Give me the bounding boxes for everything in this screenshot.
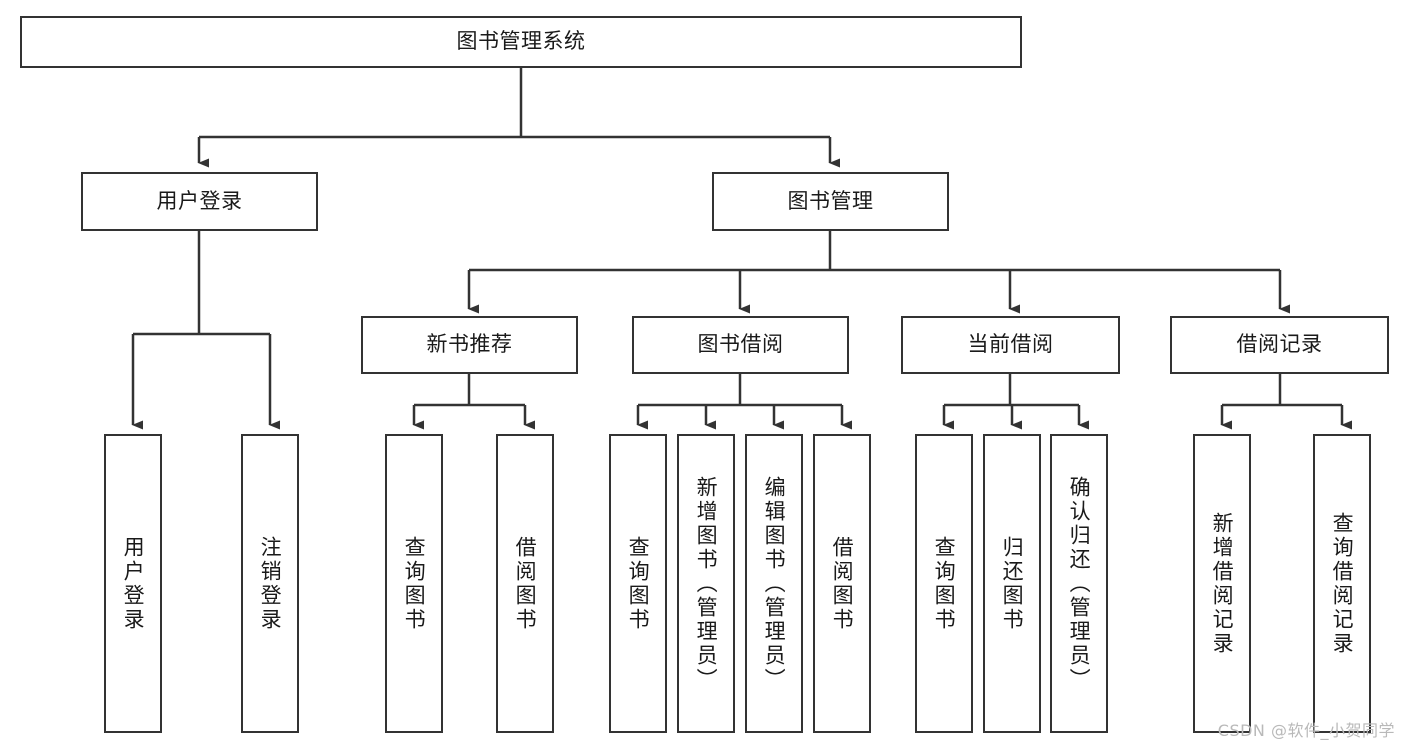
leaf-new-book-borrow[interactable]: 借阅图书 [496,434,554,733]
node-label: 查询图书 [932,535,957,632]
node-root-system[interactable]: 图书管理系统 [20,16,1022,68]
node-new-book-recommend[interactable]: 新书推荐 [361,316,578,374]
node-label: 查询借阅记录 [1330,511,1355,656]
node-label: 借阅记录 [1236,332,1323,357]
node-label: 查询图书 [626,535,651,632]
node-label: 借阅图书 [513,535,538,632]
node-user-login[interactable]: 用户登录 [81,172,318,231]
node-book-management[interactable]: 图书管理 [712,172,949,231]
leaf-book-borrow-query[interactable]: 查询图书 [609,434,667,733]
leaf-current-borrow-return[interactable]: 归还图书 [983,434,1041,733]
node-current-borrow[interactable]: 当前借阅 [901,316,1120,374]
node-label: 查询图书 [402,535,427,632]
node-label: 编辑图书（管理员） [762,475,787,692]
node-label: 确认归还（管理员） [1067,475,1092,692]
node-borrow-record[interactable]: 借阅记录 [1170,316,1389,374]
node-label: 注销登录 [258,535,283,632]
leaf-borrow-record-query[interactable]: 查询借阅记录 [1313,434,1371,733]
node-label: 图书借阅 [697,332,784,357]
node-label: 借阅图书 [830,535,855,632]
leaf-user-login-signout[interactable]: 注销登录 [241,434,299,733]
leaf-current-borrow-confirm-return[interactable]: 确认归还（管理员） [1050,434,1108,733]
node-label: 新增图书（管理员） [694,475,719,692]
leaf-book-borrow-add[interactable]: 新增图书（管理员） [677,434,735,733]
leaf-user-login-signin[interactable]: 用户登录 [104,434,162,733]
leaf-current-borrow-query[interactable]: 查询图书 [915,434,973,733]
node-label: 新书推荐 [426,332,513,357]
node-label: 归还图书 [1000,535,1025,632]
leaf-book-borrow-borrow[interactable]: 借阅图书 [813,434,871,733]
node-label: 图书管理系统 [456,29,586,54]
node-label: 用户登录 [156,188,243,213]
node-label: 新增借阅记录 [1210,511,1235,656]
node-book-borrow[interactable]: 图书借阅 [632,316,849,374]
node-label: 用户登录 [121,535,146,632]
node-label: 当前借阅 [967,332,1054,357]
leaf-book-borrow-edit[interactable]: 编辑图书（管理员） [745,434,803,733]
leaf-borrow-record-add[interactable]: 新增借阅记录 [1193,434,1251,733]
node-label: 图书管理 [787,188,874,213]
csdn-watermark: CSDN @软件_小贺同学 [1217,721,1395,740]
leaf-new-book-query[interactable]: 查询图书 [385,434,443,733]
